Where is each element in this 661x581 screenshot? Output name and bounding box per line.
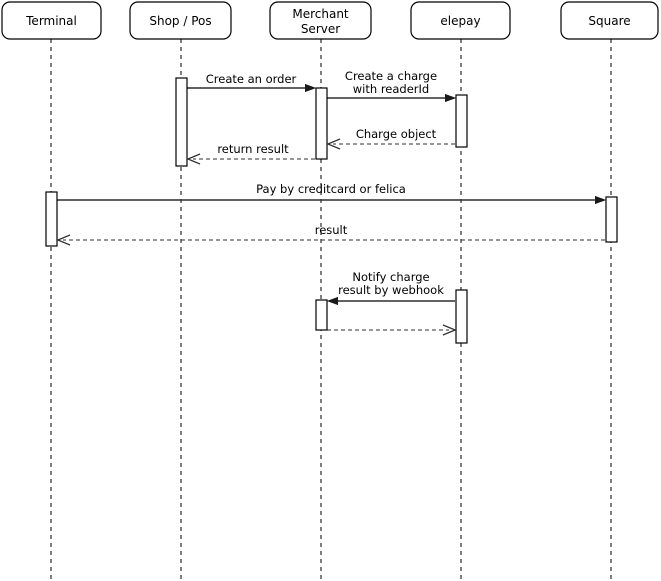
arrowhead-overlay-create-an-order <box>305 84 316 92</box>
lifelines-group <box>50 39 612 581</box>
participant-label-merchant-server-line1: Merchant <box>292 7 349 21</box>
participant-box-elepay[interactable] <box>410 1 511 40</box>
message-result: result <box>56 223 605 246</box>
activation-bar-terminal-2 <box>45 191 58 247</box>
arrowhead-overlay-webhook-ack <box>442 324 457 336</box>
activation-bar-merchant-server-1 <box>315 87 328 160</box>
participant-shop-pos[interactable]: Shop / Pos <box>129 1 232 40</box>
message-label-create-a-charge-line1: Create a charge <box>345 69 437 83</box>
activation-bar-elepay-3 <box>455 289 468 344</box>
arrowhead-overlay-pay <box>595 196 606 204</box>
message-create-a-charge: Create a charge with readerId <box>327 69 456 102</box>
message-webhook-ack <box>327 324 457 336</box>
participant-box-merchant-server[interactable] <box>269 1 372 40</box>
message-label-charge-object: Charge object <box>356 127 437 141</box>
activations-group <box>45 77 618 344</box>
message-label-result: result <box>315 223 348 237</box>
participant-box-shop-pos[interactable] <box>129 1 232 40</box>
activation-bar-square-2 <box>605 196 618 243</box>
message-label-create-a-charge-line2: with readerId <box>353 82 429 96</box>
participant-merchant-server[interactable]: Merchant Server <box>269 1 372 40</box>
message-label-notify-webhook-line2: result by webhook <box>338 283 444 297</box>
participant-label-elepay: elepay <box>440 14 480 28</box>
participant-elepay[interactable]: elepay <box>410 1 511 40</box>
participant-label-square: Square <box>588 14 630 28</box>
arrowhead-overlay-result <box>56 234 71 246</box>
activation-bar-elepay-1 <box>455 94 468 148</box>
message-label-create-an-order: Create an order <box>206 72 297 86</box>
activation-bar-merchant-server-3 <box>315 299 328 331</box>
arrowhead-overlay-charge-object <box>326 138 341 150</box>
message-pay-by-creditcard-or-felica: Pay by creditcard or felica <box>57 182 606 204</box>
participant-square[interactable]: Square <box>560 1 659 40</box>
message-label-pay-by-creditcard-or-felica: Pay by creditcard or felica <box>256 182 406 196</box>
participant-label-shop-pos: Shop / Pos <box>149 14 211 28</box>
participant-box-terminal[interactable] <box>1 1 102 40</box>
message-return-result: return result <box>186 142 315 165</box>
arrowhead-overlay-return-result <box>186 153 201 165</box>
participant-terminal[interactable]: Terminal <box>1 1 102 40</box>
message-charge-object: Charge object <box>326 127 455 150</box>
arrowhead-overlay-notify-webhook <box>327 297 338 305</box>
message-label-return-result: return result <box>217 142 289 156</box>
arrowhead-overlay-create-a-charge <box>445 94 456 102</box>
message-label-notify-webhook-line1: Notify charge <box>352 270 429 284</box>
participant-label-merchant-server-line2: Server <box>301 22 340 36</box>
participant-label-terminal: Terminal <box>25 14 77 28</box>
message-notify-charge-result-by-webhook: Notify charge result by webhook <box>327 270 455 305</box>
participant-box-square[interactable] <box>560 1 659 40</box>
arrowheads-overlay <box>56 84 606 336</box>
message-create-an-order: Create an order <box>187 72 316 92</box>
activation-bar-shop-pos-1 <box>175 77 188 167</box>
